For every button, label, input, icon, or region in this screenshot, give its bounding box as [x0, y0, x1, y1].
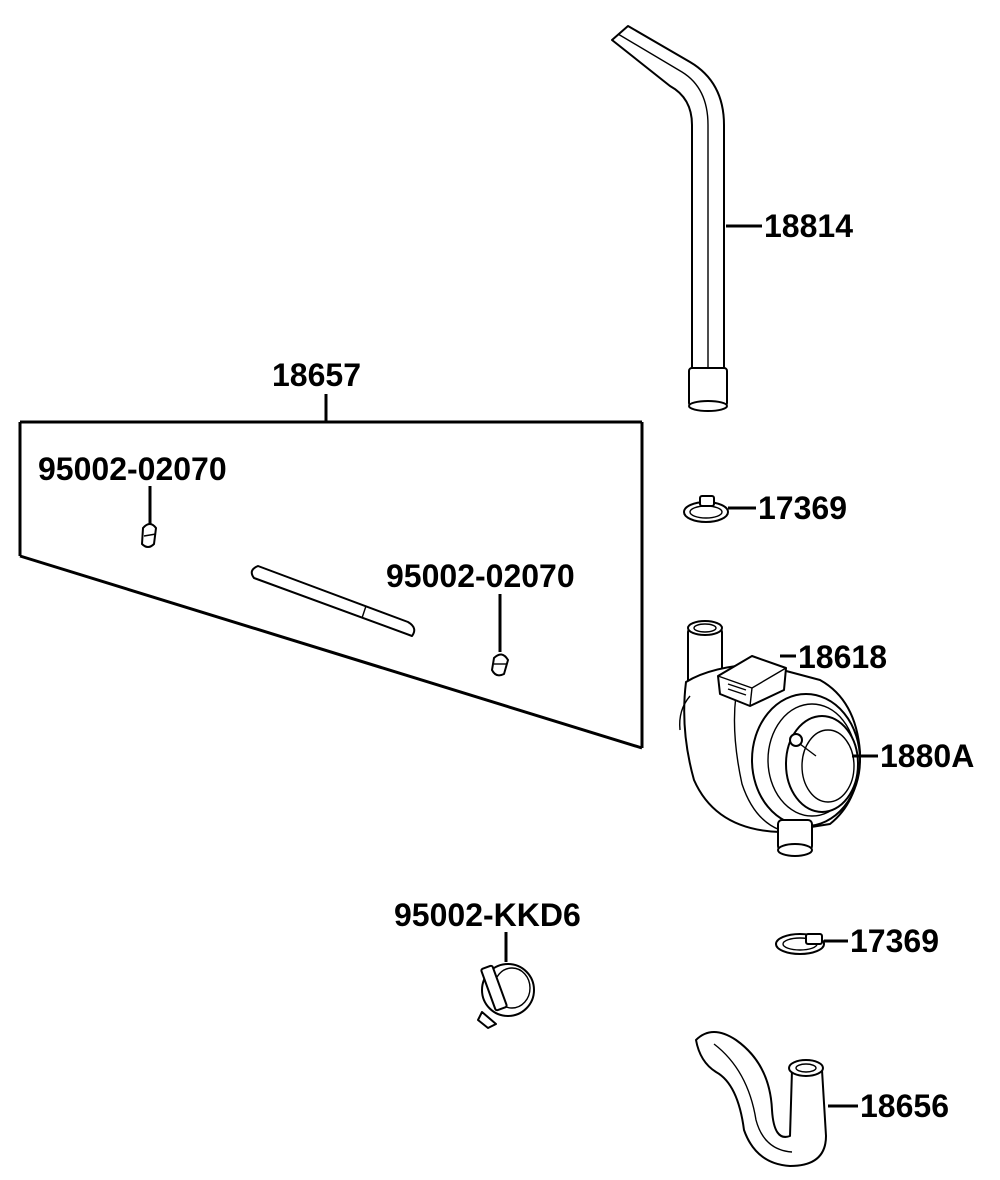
callout-18656: 18656: [860, 1088, 949, 1124]
callout-18657: 18657: [272, 357, 361, 393]
valve-18618: [717, 655, 787, 707]
band-clamp-95002-KKD6: [477, 963, 535, 1029]
air-cleaner-1880A: [679, 620, 861, 857]
clip-95002-02070-right: [491, 653, 509, 677]
callout-18618: 18618: [798, 639, 887, 675]
callout-95002-02070-left: 95002-02070: [38, 451, 227, 487]
callout-17369-top: 17369: [758, 490, 847, 526]
hose-kit-18657: [250, 565, 416, 637]
kit-bracket-18657: [18, 394, 644, 750]
clamp-17369-bottom: [775, 933, 825, 955]
clip-95002-02070-left: [141, 523, 157, 548]
callout-95002-KKD6: 95002-KKD6: [394, 897, 581, 933]
clamp-17369-top: [683, 495, 729, 523]
callout-17369-bottom: 17369: [850, 923, 939, 959]
callout-18814: 18814: [764, 208, 853, 244]
pipe-18814: [611, 25, 728, 412]
hose-18656: [695, 1031, 827, 1167]
callout-95002-02070-right: 95002-02070: [386, 558, 575, 594]
callout-1880A: 1880A: [880, 738, 974, 774]
